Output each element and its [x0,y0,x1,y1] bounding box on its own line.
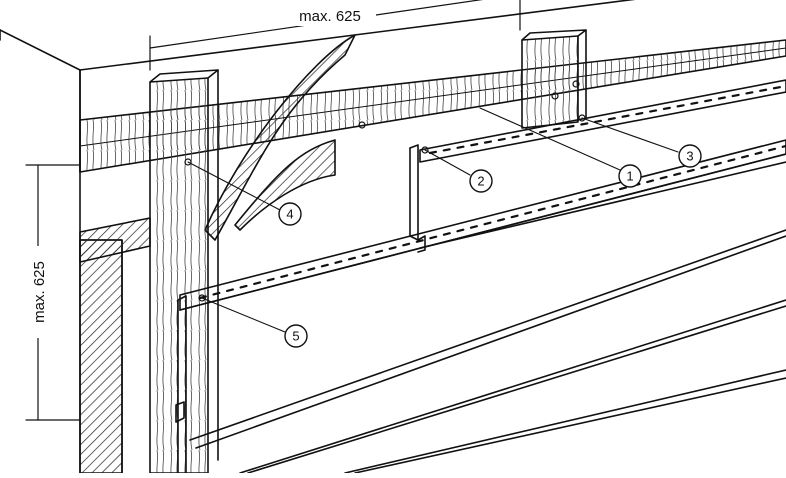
insulation-arc [204,34,356,241]
fastening-rail-upper [419,79,786,163]
callout-1-label: 1 [626,169,633,184]
callout-4-label: 4 [286,207,293,222]
edge-profile-left [175,295,187,474]
callout-4: 4 [278,202,302,226]
dim-label-bg-h [284,6,376,26]
leader-lines [187,107,679,333]
vertical-stud-left [149,69,219,474]
vertical-dimension-label: max. 625 [31,261,48,323]
callout-5-label: 5 [292,329,299,344]
edge-profile-middle [409,144,426,253]
callout-2: 2 [469,169,493,193]
dim-label-bg-v [28,246,48,338]
callout-2-label: 2 [477,174,484,189]
callout-3: 3 [678,144,702,168]
vertical-stud-right [521,29,587,129]
horizontal-dimension-label: max. 625 [299,8,361,25]
fasteners [184,80,586,302]
siding-panels [179,153,786,474]
callout-1: 1 [618,164,642,188]
callout-3-label: 3 [686,149,693,164]
callout-5: 5 [284,324,308,348]
fastening-rail-lower [179,139,786,311]
